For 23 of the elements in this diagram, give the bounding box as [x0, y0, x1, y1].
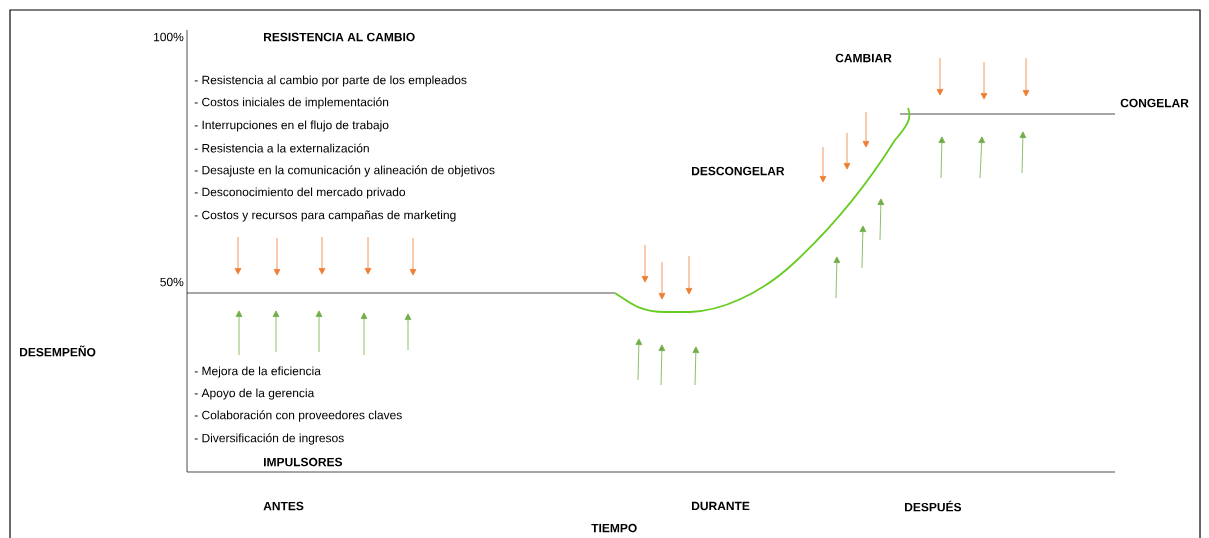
list-item: - Desajuste en la comunicación y alineación de objetivos — [194, 165, 495, 177]
list-item: - Colaboración con proveedores claves — [194, 410, 402, 422]
axis-title: DESEMPEÑO — [20, 345, 96, 357]
phase-label: CAMBIAR — [835, 53, 892, 63]
list-item: - Interrupciones en el flujo de trabajo — [194, 120, 389, 132]
heading: IMPULSORES — [264, 457, 343, 467]
tick-label: 100% — [154, 32, 184, 42]
period-label: DURANTE — [692, 501, 750, 511]
phase-label: DESCONGELAR — [692, 166, 785, 176]
list-item: - Costos y recursos para campañas de marketing — [194, 210, 456, 222]
period-label: ANTES — [263, 501, 304, 511]
list-item: - Resistencia a la externalización — [194, 143, 369, 153]
list-item: - Desconocimiento del mercado privado — [194, 187, 406, 199]
axis-title: TIEMPO — [591, 523, 637, 533]
heading: RESISTENCIA AL CAMBIO — [264, 32, 415, 42]
period-label: DESPUÉS — [905, 500, 962, 512]
list-item: - Apoyo de la gerencia — [194, 388, 315, 400]
phase-label: CONGELAR — [1120, 98, 1189, 108]
list-item: - Diversificación de ingresos — [194, 433, 344, 445]
tick-label: 50% — [160, 277, 184, 287]
list-item: - Mejora de la eficiencia — [194, 366, 321, 378]
list-item: - Resistencia al cambio por parte de los empleados — [194, 75, 467, 87]
list-item: - Costos iniciales de implementación — [194, 97, 389, 109]
